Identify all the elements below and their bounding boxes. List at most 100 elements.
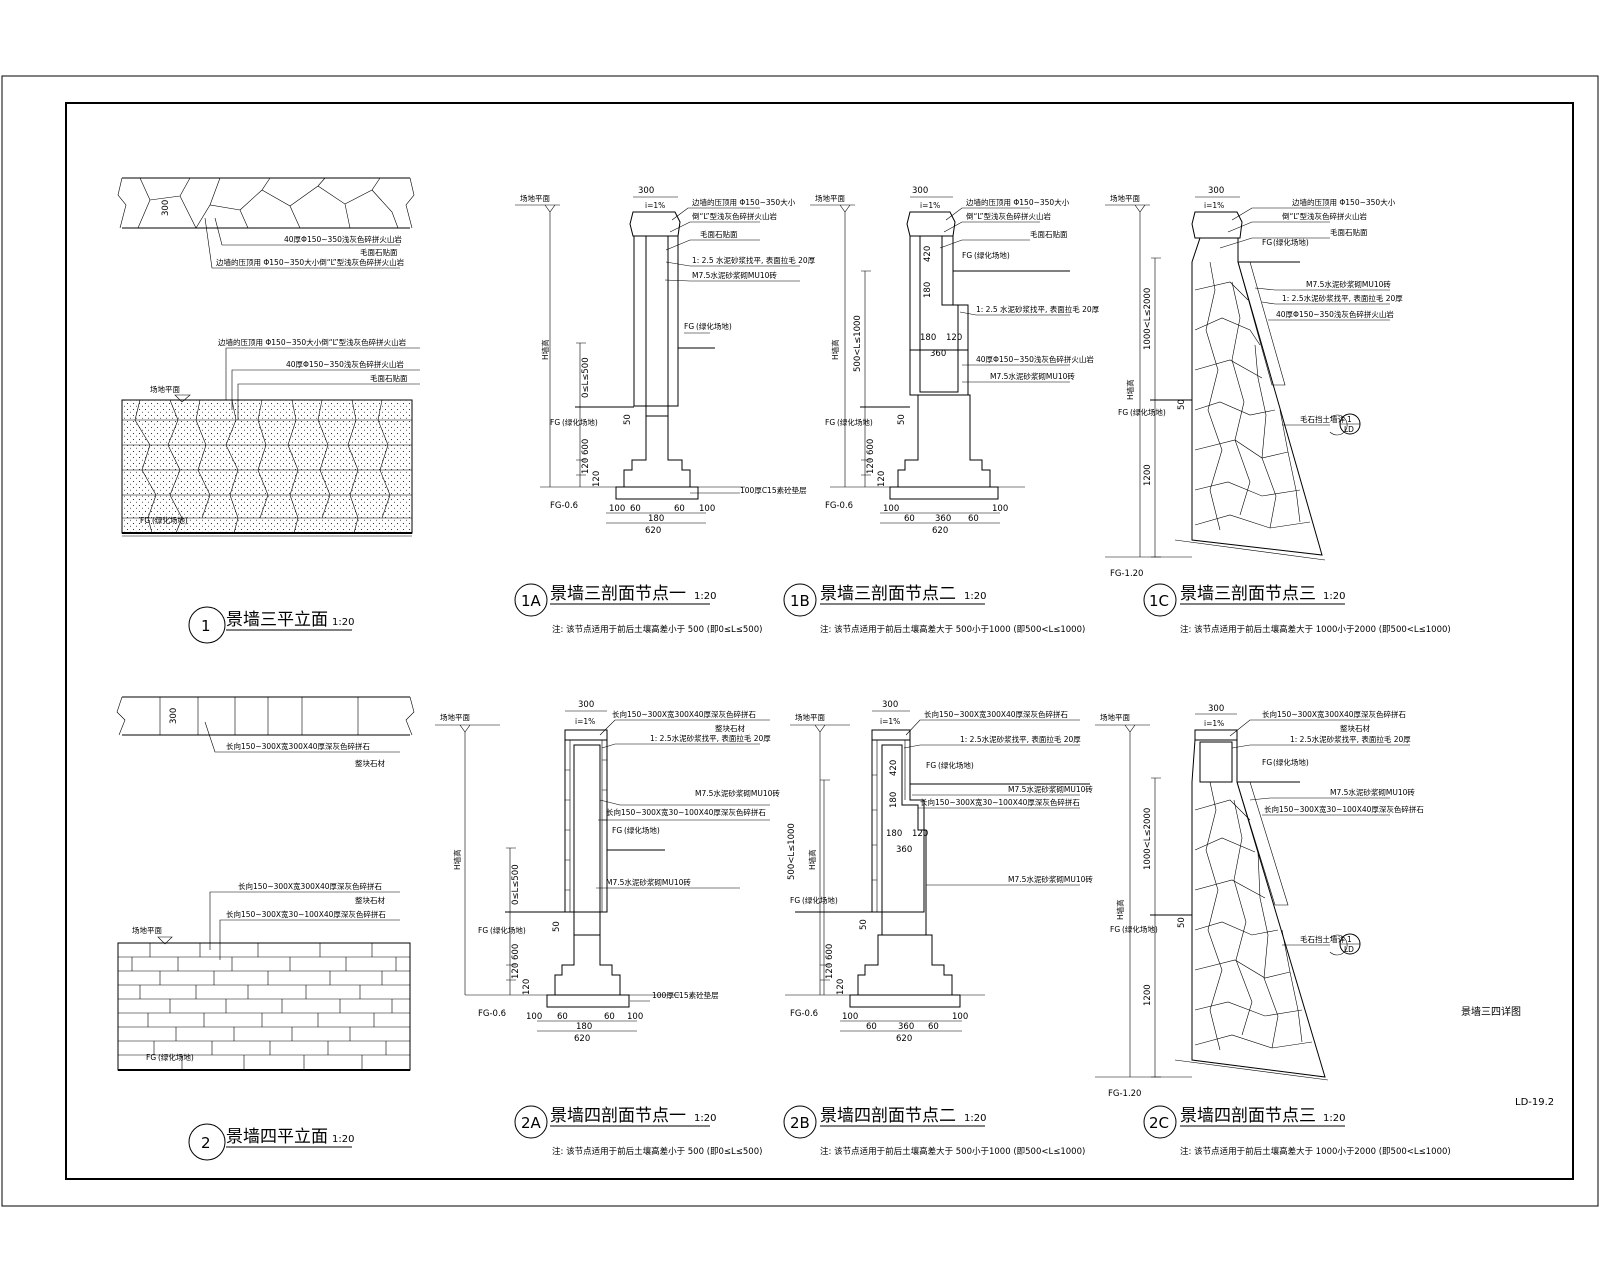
- height-label: H墙高: [1115, 899, 1125, 920]
- dim-h-60b: 60: [674, 504, 685, 514]
- panel-tag: 1C: [1149, 592, 1169, 610]
- panel-scale: 1:20: [694, 1113, 716, 1124]
- slope: i=1%: [920, 201, 940, 210]
- panel-2B-section: 场地平面 H墙高 300 i=1% 长向150~300X宽300X40厚深灰色碎…: [783, 700, 1093, 1157]
- panel-tag-circle: [1143, 583, 1177, 617]
- dim-step-180: 180: [886, 829, 902, 839]
- label-6: M7.5水泥砂浆砌MU10砖: [990, 371, 1075, 381]
- height-label: H墙高: [452, 849, 462, 870]
- stone-facing: [1237, 261, 1286, 386]
- label-7: 毛石挡土墙详: [1300, 414, 1345, 424]
- height-label: H墙高: [540, 339, 550, 360]
- cap-core: [1199, 741, 1233, 783]
- detail-ref-sheet: LD: [1344, 425, 1354, 434]
- plan-label-1: 长向150~300X宽300X40厚深灰色碎拼石: [226, 741, 371, 751]
- wall-cap: [564, 729, 608, 741]
- dim-180: 180: [889, 792, 899, 808]
- dim-h-60b: 60: [928, 1022, 939, 1032]
- fg-base: FG-0.6: [478, 1009, 506, 1019]
- fg-upper: FG: [962, 251, 972, 260]
- grade-label: 场地平面: [150, 384, 180, 394]
- panel-scale: 1:20: [332, 1134, 354, 1145]
- panel-note: 注: 该节点适用于前后土壤高差大于 1000小于2000 (即500<L≤100…: [1180, 1146, 1451, 1157]
- panel-tag-circle: [1143, 1105, 1177, 1139]
- panel-scale: 1:20: [964, 1113, 986, 1124]
- fg-upper-note: (绿化场地): [1273, 237, 1309, 247]
- outer-frame: [1, 75, 1599, 1207]
- label-2: 倒“L”型浅灰色碎拼火山岩: [692, 211, 777, 221]
- label-3: 毛面石贴面: [1330, 227, 1368, 237]
- panel-scale: 1:20: [1323, 1113, 1345, 1124]
- fg-lower: FG: [478, 926, 488, 935]
- dim-h-100a: 100: [883, 504, 899, 514]
- panel-note: 注: 该节点适用于前后土壤高差小于 500 (即0≤L≤500): [552, 624, 762, 635]
- panel-2C-section: 场地平面 H墙高 300 i=1% 长向150~300X宽300X40厚深灰色碎…: [1095, 704, 1451, 1157]
- dim-h-620: 620: [645, 526, 661, 536]
- plan-paver-joints: [159, 697, 359, 735]
- dim-h-60a: 60: [866, 1022, 877, 1032]
- panel-title: 景墙四平立面: [226, 1127, 328, 1147]
- stone-facing: [1236, 781, 1289, 906]
- label-3: 毛面石贴面: [1030, 229, 1068, 239]
- grade-label: 场地平面: [795, 712, 825, 722]
- label-6: 100厚C15素砼垫层: [740, 485, 807, 495]
- label-3: 1: 2.5水泥砂浆找平, 表面拉毛 20厚: [650, 733, 771, 743]
- dim-120a: 120: [581, 458, 591, 474]
- panel-title: 景墙三平立面: [226, 610, 328, 630]
- dim-420: 420: [889, 760, 899, 776]
- label-2: 整块石材: [1340, 723, 1370, 733]
- drawing-number: LD-19.2: [1515, 1097, 1554, 1108]
- label-6: 毛石挡土墙详: [1300, 934, 1345, 944]
- fg-upper: FG: [684, 322, 694, 331]
- wall-stem-cladding: [564, 739, 608, 913]
- elevation-stonework: [121, 399, 413, 534]
- label-6: 40厚Φ150~350浅灰色碎拼火山岩: [1276, 309, 1394, 319]
- dim-step-360: 360: [896, 845, 912, 855]
- dim-h-60b: 60: [968, 514, 979, 524]
- fg-lower: FG: [790, 896, 800, 905]
- dim-L: 500<L≤1000: [787, 823, 797, 880]
- panel-title: 景墙四剖面节点二: [820, 1106, 956, 1126]
- fg-note: (绿化场地): [152, 515, 188, 525]
- dim-step-180: 180: [920, 333, 936, 343]
- dim-h-100a: 100: [526, 1012, 542, 1022]
- wall-footing: [554, 934, 621, 996]
- elevation-stone-joints: [122, 399, 412, 534]
- elev-label-2: 40厚Φ150~350浅灰色碎拼火山岩: [286, 359, 404, 369]
- dim-50: 50: [897, 414, 907, 425]
- fg-lower: FG: [825, 418, 835, 427]
- label-2: 1: 2.5水泥砂浆找平, 表面拉毛 20厚: [960, 734, 1081, 744]
- panel-scale: 1:20: [694, 591, 716, 602]
- plan-dim: 300: [169, 708, 179, 724]
- dim-50: 50: [1177, 399, 1187, 410]
- grade-label: 场地平面: [815, 193, 845, 203]
- panel-tag: 1B: [790, 592, 810, 610]
- base-slab: [546, 994, 630, 1008]
- dim-1200: 1200: [1143, 984, 1153, 1006]
- panel-title: 景墙四剖面节点三: [1180, 1106, 1316, 1126]
- height-label: H墙高: [1125, 379, 1135, 400]
- dim-300: 300: [882, 700, 898, 710]
- dim-h-360: 360: [898, 1022, 914, 1032]
- dim-120b: 120: [522, 979, 532, 995]
- fg-base: FG-1.20: [1110, 569, 1143, 579]
- detail-ref-no: 1: [1347, 935, 1352, 944]
- fg-upper-note: (绿化场地): [624, 825, 660, 835]
- elev-label-1: 长向150~300X宽300X40厚深灰色碎拼石: [238, 881, 383, 891]
- elev-label-2: 整块石材: [355, 895, 385, 905]
- fg-lower-note: (绿化场地): [802, 895, 838, 905]
- label-2: 倒“L”型浅灰色碎拼火山岩: [966, 211, 1051, 221]
- dim-600: 600: [511, 944, 521, 960]
- elev-label-1: 边墙的压顶用 Φ150~350大小倒“L”型浅灰色碎拼火山岩: [218, 337, 407, 347]
- label-5: 1: 2.5水泥砂浆找平, 表面拉毛 20厚: [1282, 293, 1403, 303]
- dim-50: 50: [623, 414, 633, 425]
- dim-300: 300: [638, 186, 654, 196]
- wall-cap: [1191, 211, 1243, 239]
- fg-lower-note: (绿化场地): [837, 417, 873, 427]
- dim-h-100a: 100: [842, 1012, 858, 1022]
- fg-label: FG: [140, 516, 150, 525]
- panel-tag: 2C: [1149, 1114, 1169, 1132]
- panel-2-plan-elevation: 300 长向150~300X宽300X40厚深灰色碎拼石 整块石材 长向150~…: [116, 696, 415, 1161]
- fg-base: FG-1.20: [1108, 1089, 1141, 1099]
